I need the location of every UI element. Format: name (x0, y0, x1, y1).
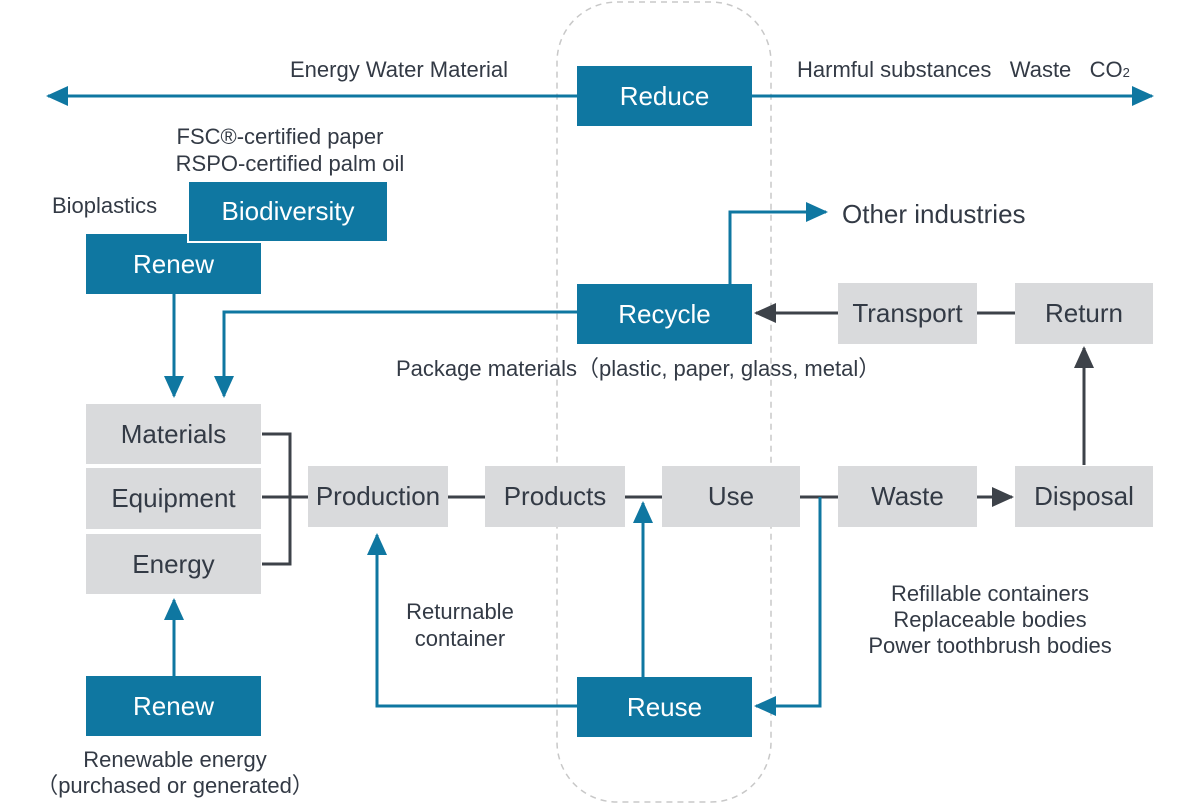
refill-label-1: Refillable containers (890, 581, 1090, 606)
renewable-label-2: （purchased or generated） (36, 773, 314, 798)
transport-node: Transport (838, 283, 977, 344)
return-node: Return (1015, 283, 1153, 344)
arrow-use-reuse (754, 497, 822, 716)
arrow-reuse-production (367, 533, 577, 708)
products-node: Products (485, 466, 625, 527)
refill-label-3: Power toothbrush bodies (868, 633, 1112, 658)
co2-label: CO (1089, 57, 1123, 82)
refill-label-2: Replaceable bodies (893, 607, 1087, 632)
reduce-node: Reduce (577, 66, 752, 126)
renew-bottom-node: Renew (86, 676, 261, 736)
other-industries-label: Other industries (842, 199, 1026, 229)
co2-subscript: 2 (1122, 65, 1130, 80)
arrow-recycle-other-industries (728, 202, 828, 284)
top-left-label: Energy Water Material (290, 57, 509, 82)
returnable-label-1: Returnable (406, 599, 514, 624)
bioplastics-label: Bioplastics (52, 193, 158, 218)
production-node: Production (308, 466, 448, 527)
materials-node: Materials (86, 404, 261, 464)
waste-top-label: Waste (1009, 57, 1072, 82)
disposal-node: Disposal (1015, 466, 1153, 527)
top-right-label: Harmful substances Waste CO2 (797, 57, 1130, 86)
package-materials-label: Package materials（plastic, paper, glass,… (396, 356, 881, 381)
energy-node: Energy (86, 534, 261, 594)
bracket-inputs (262, 432, 292, 566)
reuse-node: Reuse (577, 677, 752, 737)
returnable-label-2: container (414, 626, 506, 651)
equipment-node: Equipment (86, 468, 261, 529)
fsc-label: FSC®-certified paper (176, 124, 384, 149)
waste-node: Waste (838, 466, 977, 527)
renewable-label-1: Renewable energy (83, 747, 267, 772)
rspo-label: RSPO-certified palm oil (175, 151, 405, 176)
harmful-substances-label: Harmful substances (797, 57, 992, 82)
use-node: Use (662, 466, 800, 527)
renew-top-node: Renew (86, 234, 261, 294)
arrow-recycle-materials (214, 310, 577, 398)
recycle-node: Recycle (577, 284, 752, 344)
rrr-dashed-outline (556, 1, 772, 803)
biodiversity-node: Biodiversity (187, 180, 389, 243)
